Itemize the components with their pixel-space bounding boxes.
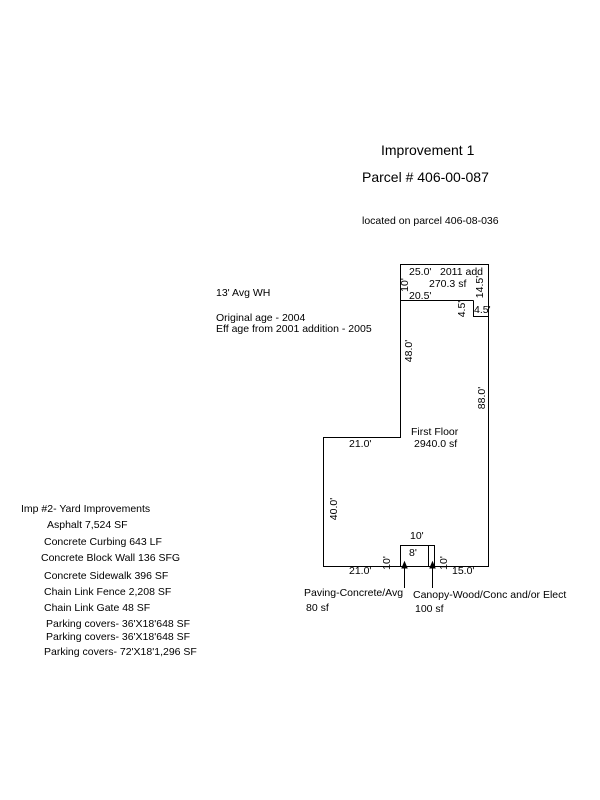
original-age-note: Original age - 2004 [216, 312, 306, 324]
canopy-arrowhead [429, 560, 436, 569]
dim-14-5-label: 14.5' [473, 275, 486, 299]
dim-20-5-label: 20.5' [409, 290, 432, 302]
dim-10-notch-label: 10' [410, 530, 424, 542]
dim-88-label: 88.0' [475, 386, 488, 410]
addition-name-label: 2011 add [440, 266, 484, 278]
paving-area-label: 80 sf [306, 602, 329, 614]
canopy-area-label: 100 sf [415, 603, 444, 615]
dim-10-right-label: 10' [437, 556, 450, 570]
dim-10-top-label: 10' [398, 278, 411, 292]
corner-box [473, 300, 489, 317]
yard-item: Parking covers- 72'X18'1,296 SF [44, 646, 197, 658]
dim-4-5-h-label: 4.5' [474, 304, 491, 316]
yard-item: Asphalt 7,524 SF [47, 519, 128, 531]
yard-item: Concrete Curbing 643 LF [44, 536, 162, 548]
yard-item: Parking covers- 36'X18'648 SF [46, 618, 191, 630]
wall-height-note: 13' Avg WH [216, 287, 271, 299]
dim-10-left-label: 10' [380, 556, 393, 570]
canopy-label: Canopy-Wood/Conc and/or Elect [413, 589, 567, 601]
parcel-number: Parcel # 406-00-087 [362, 169, 489, 185]
building-outline [323, 264, 489, 567]
dim-21-top-label: 21.0' [349, 438, 372, 450]
page-title: Improvement 1 [381, 142, 475, 158]
floor-label: First Floor [411, 426, 459, 438]
dim-8-label: 8' [409, 547, 417, 559]
yard-item: Concrete Block Wall 136 SFG [41, 552, 181, 564]
located-on-parcel: located on parcel 406-08-036 [362, 215, 499, 227]
dim-21-bottom-label: 21.0' [349, 565, 372, 577]
yard-item: Parking covers- 36'X18'648 SF [46, 631, 191, 643]
canopy-notch [400, 545, 435, 567]
paving-arrowhead [401, 560, 408, 569]
yard-improvements-title: Imp #2- Yard Improvements [21, 503, 151, 515]
effective-age-note: Eff age from 2001 addition - 2005 [216, 323, 372, 335]
dim-15-label: 15.0' [452, 565, 475, 577]
yard-item: Chain Link Fence 2,208 SF [44, 586, 172, 598]
addition-width-label: 25.0' [409, 266, 432, 278]
yard-item: Concrete Sidewalk 396 SF [44, 570, 169, 582]
dim-40-label: 40.0' [327, 497, 340, 521]
floor-area-label: 2940.0 sf [414, 438, 458, 450]
dim-4-5-v-label: 4.5' [455, 300, 468, 318]
dim-48-label: 48.0' [402, 339, 415, 363]
addition-area-label: 270.3 sf [429, 278, 467, 290]
paving-label: Paving-Concrete/Avg [304, 587, 404, 599]
yard-item: Chain Link Gate 48 SF [44, 602, 151, 614]
